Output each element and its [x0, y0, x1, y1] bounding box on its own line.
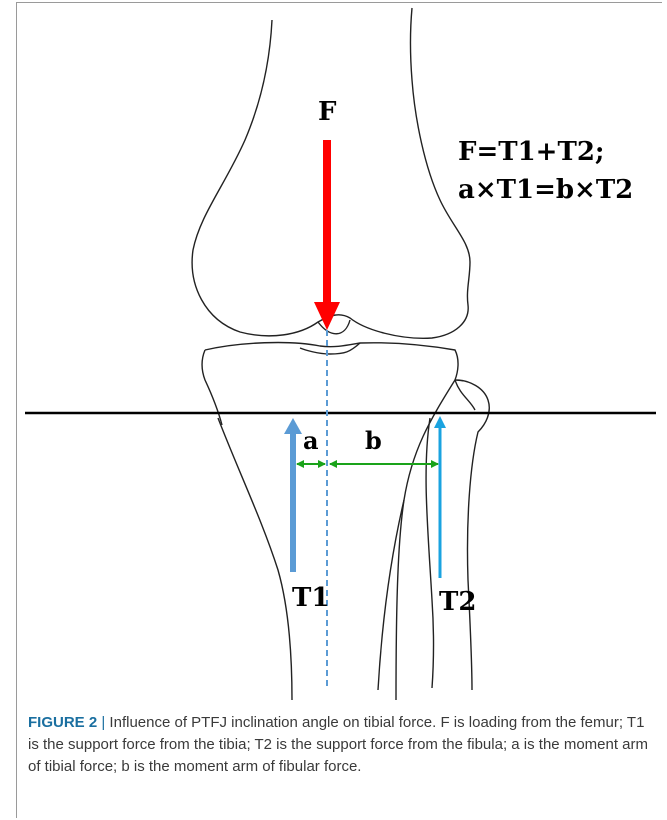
label-T2: T2 [439, 587, 476, 617]
figure-number: FIGURE 2 [28, 714, 97, 731]
tibia-force-arrowhead [284, 418, 302, 434]
caption-text: Influence of PTFJ inclination angle on t… [28, 714, 648, 775]
fibula-outline [378, 380, 489, 690]
label-a: a [303, 426, 319, 455]
label-F: F [318, 97, 337, 127]
label-T1: T1 [292, 583, 329, 613]
figure-caption: FIGURE 2 | Influence of PTFJ inclination… [28, 712, 656, 778]
fibula-force-arrowhead [434, 416, 446, 428]
knee-force-diagram: F F=T1+T2; a×T1=b×T2 a b T1 T2 [0, 0, 667, 700]
femur-force-arrowhead [314, 302, 340, 330]
femur-outline [192, 8, 470, 338]
equation-line-1: F=T1+T2; [458, 137, 605, 167]
label-b: b [365, 426, 382, 455]
equation-line-2: a×T1=b×T2 [458, 175, 633, 205]
